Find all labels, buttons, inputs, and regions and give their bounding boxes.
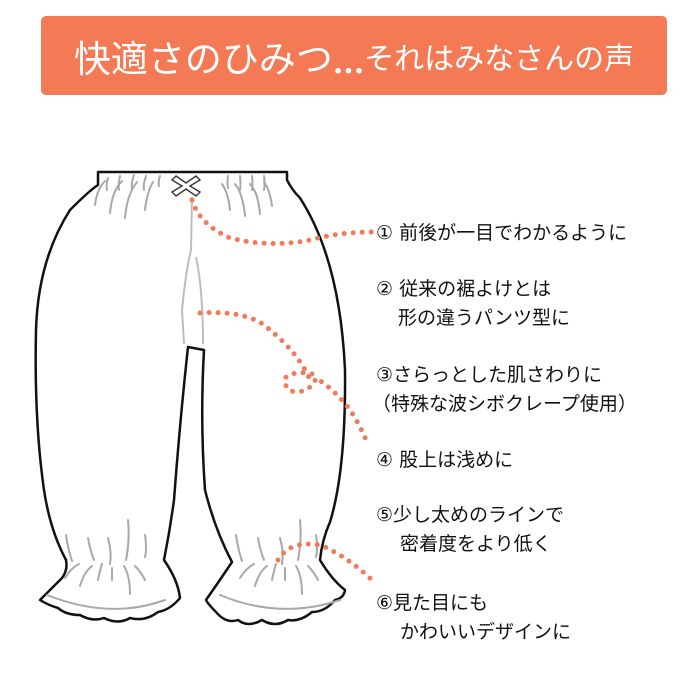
- cuff-gather-lines: [46, 519, 341, 610]
- front-seam: [180, 196, 193, 345]
- feature-number: ④: [376, 449, 394, 471]
- feature-text: 従来の裾よけとは: [399, 278, 552, 300]
- feature-number: ⑤: [376, 504, 394, 526]
- banner-title-main: 快適さのひみつ: [73, 37, 333, 81]
- ribbon-bow-icon: [170, 175, 202, 197]
- waist-gather-lines: [94, 174, 273, 219]
- banner-title-sub: それはみなさんの声: [364, 41, 635, 77]
- feature-text-line2: （特殊な波シボクレープ使用）: [372, 393, 637, 415]
- feature-number: ③: [376, 364, 394, 386]
- callout-dots: [189, 197, 375, 583]
- banner-title: 快適さのひみつ ... それはみなさんの声: [41, 16, 667, 95]
- feature-text: さらっとした肌さわりに: [393, 364, 603, 386]
- feature-text: 見た目にも: [393, 592, 489, 614]
- front-seam-2: [195, 256, 204, 345]
- feature-text-line2: かわいいデザインに: [400, 621, 572, 643]
- feature-number: ①: [376, 222, 394, 244]
- feature-text-line2: 形の違うパンツ型に: [398, 307, 570, 329]
- feature-6: ⑥見た目にも かわいいデザインに: [376, 589, 571, 647]
- title-banner: 快適さのひみつ ... それはみなさんの声: [41, 16, 667, 95]
- feature-text-line2: 密着度をより低く: [400, 533, 552, 555]
- feature-text: 少し太めのラインで: [393, 504, 565, 526]
- pants-outline: [34, 170, 347, 626]
- feature-text: 股上は浅めに: [399, 449, 514, 471]
- feature-3: ③さらっとした肌さわりに （特殊な波シボクレープ使用）: [372, 361, 637, 419]
- feature-2: ② 従来の裾よけとは 形の違うパンツ型に: [376, 275, 570, 333]
- feature-4: ④ 股上は浅めに: [376, 446, 513, 475]
- feature-number: ⑥: [376, 592, 394, 614]
- banner-title-ellipsis: ...: [332, 46, 365, 81]
- feature-5: ⑤少し太めのラインで 密着度をより低く: [376, 501, 564, 559]
- feature-1: ① 前後が一目でわかるように: [376, 219, 627, 248]
- feature-text: 前後が一目でわかるように: [399, 222, 628, 244]
- feature-number: ②: [376, 278, 394, 300]
